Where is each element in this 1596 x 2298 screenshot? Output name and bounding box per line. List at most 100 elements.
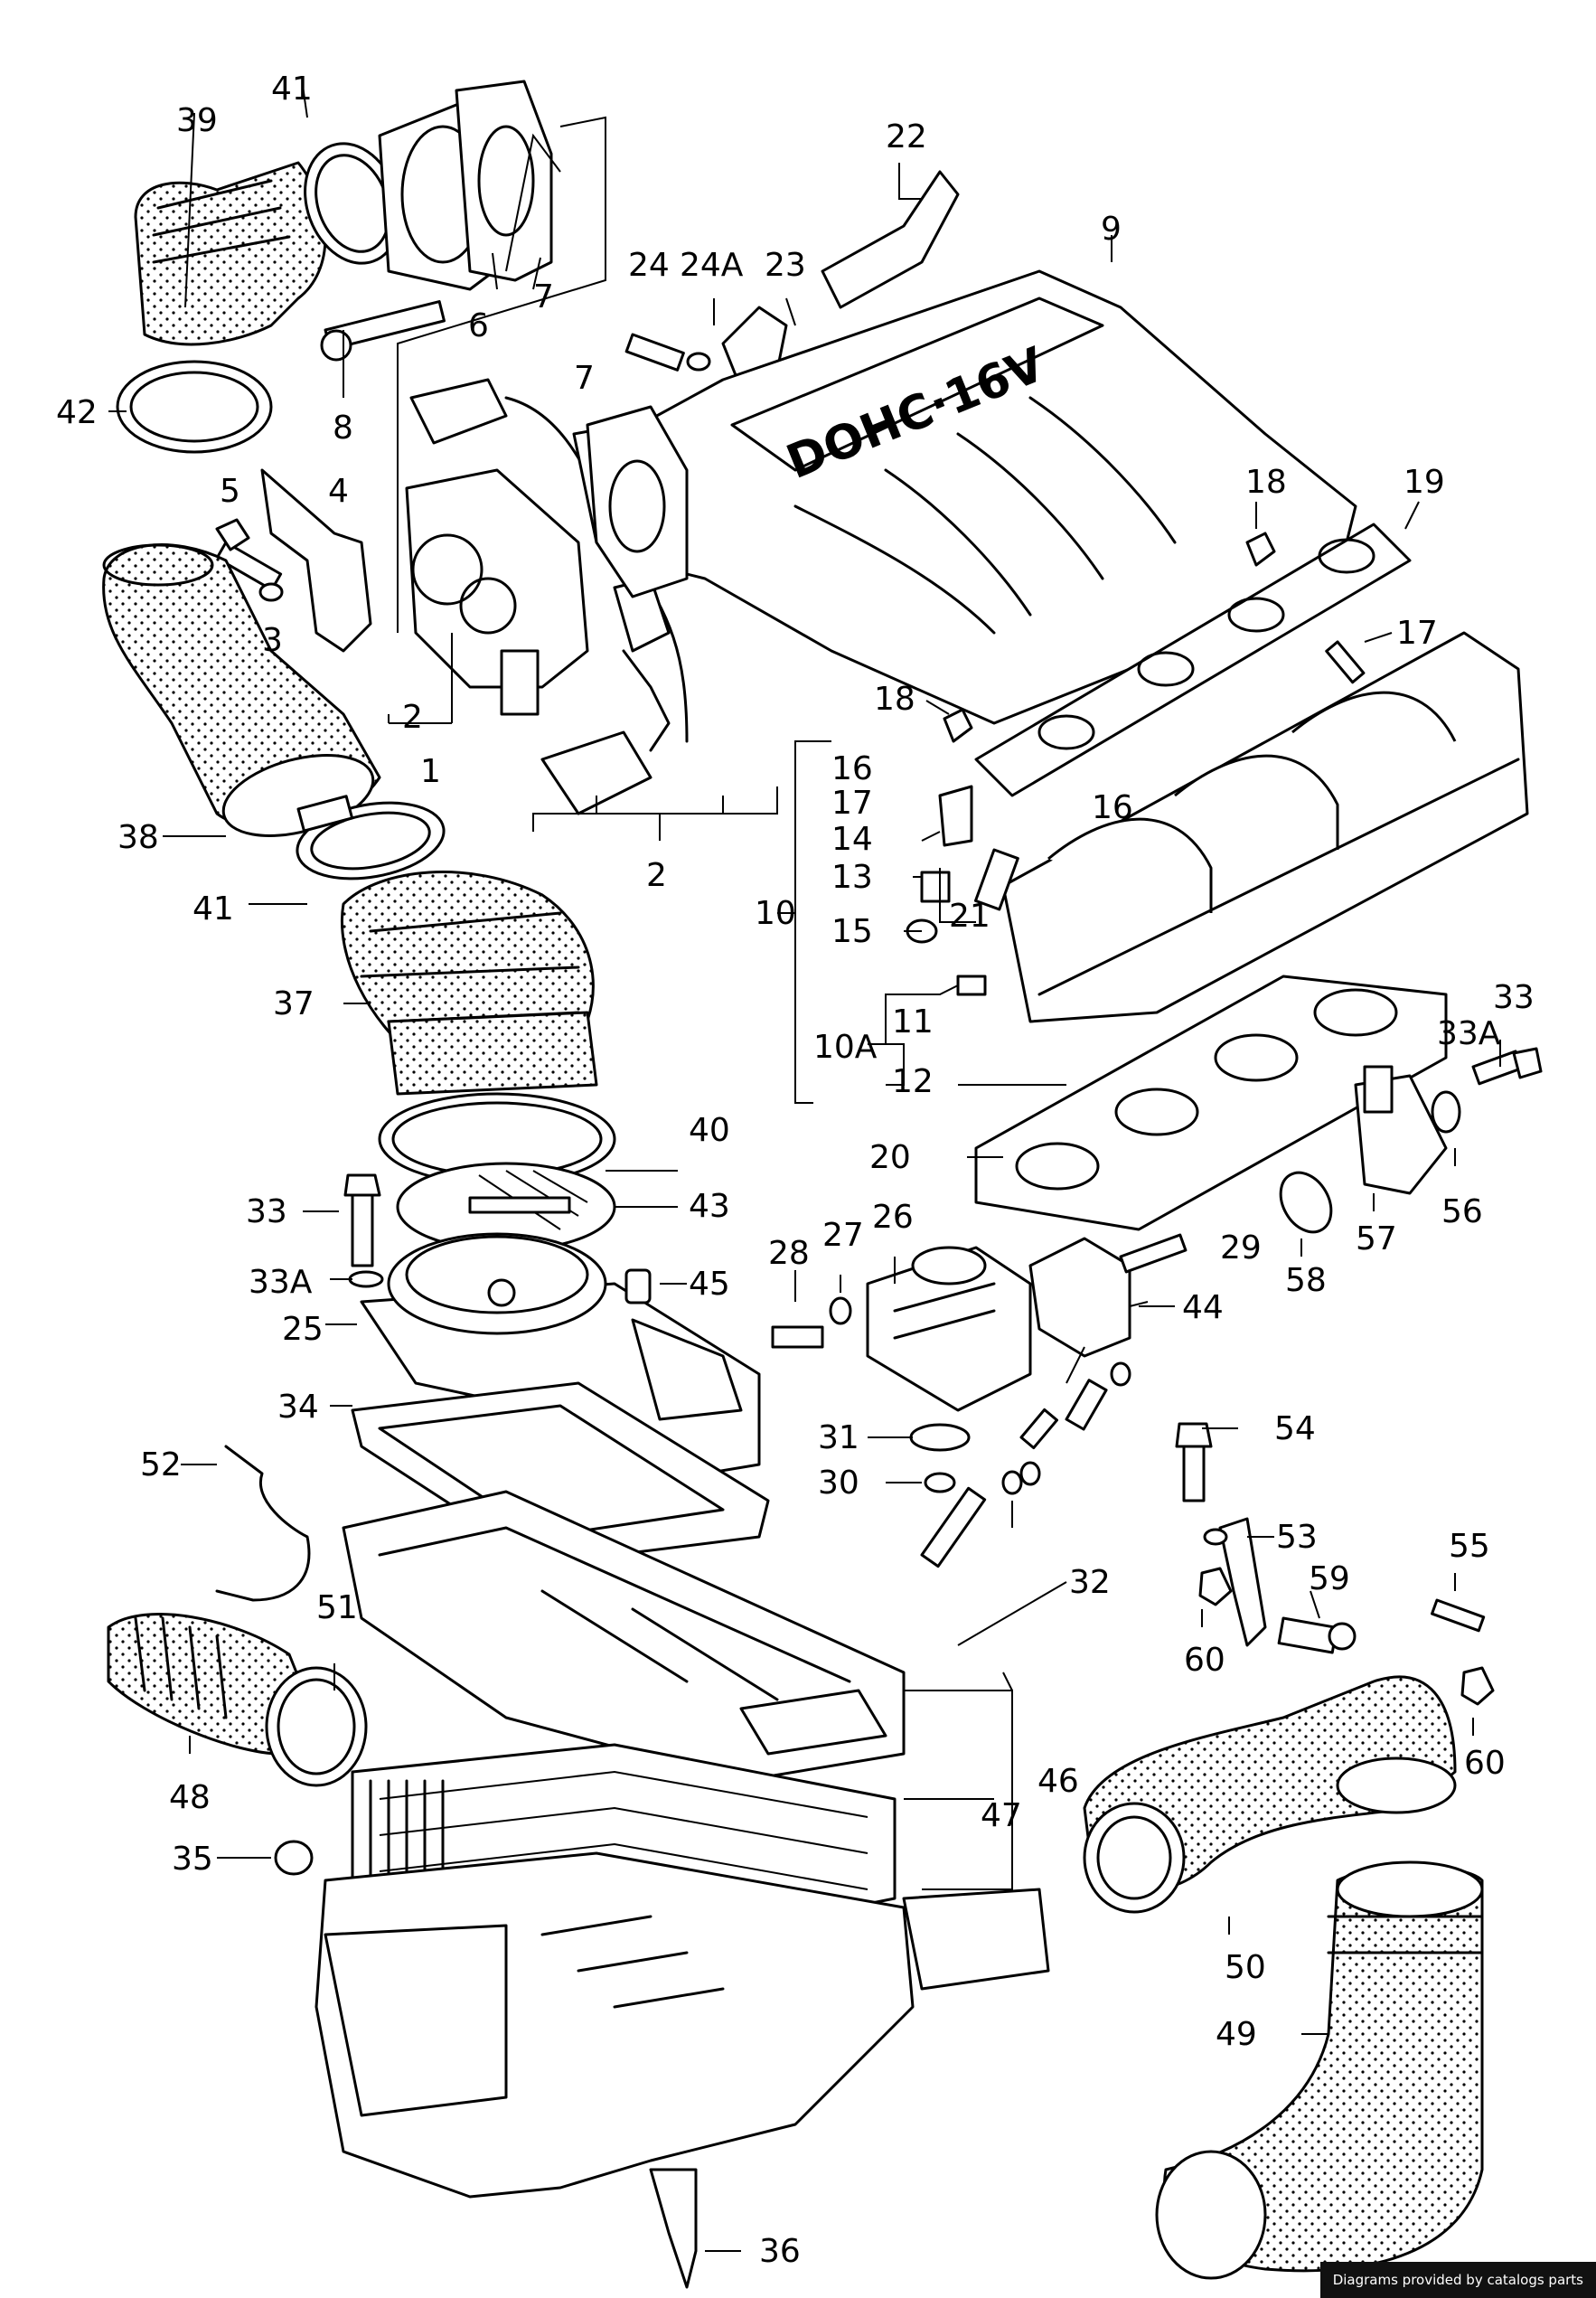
- bracket-4: [260, 468, 372, 653]
- callout-29: 29: [1220, 1229, 1262, 1267]
- screw-55: [1431, 1598, 1486, 1633]
- callout-59: 59: [1309, 1560, 1350, 1597]
- callout-18-lower: 18: [874, 681, 915, 718]
- screw-29: [1119, 1233, 1188, 1274]
- callout-17-left: 17: [831, 785, 873, 822]
- fuel-distributor-26: [866, 1246, 1032, 1412]
- callout-35: 35: [172, 1841, 213, 1878]
- callout-12: 12: [892, 1063, 934, 1100]
- nut-18: [943, 532, 1276, 743]
- gasket-20: [974, 975, 1448, 1231]
- seal-30: [924, 1472, 956, 1493]
- callout-24A: 24A: [680, 247, 744, 284]
- callout-38: 38: [117, 819, 159, 856]
- callout-37: 37: [273, 985, 315, 1022]
- callout-1: 1: [420, 753, 441, 790]
- callout-60-left: 60: [1184, 1642, 1225, 1679]
- callout-52: 52: [140, 1446, 182, 1483]
- screen-43: [396, 1162, 616, 1252]
- hose-clamp-41-upper: [304, 142, 401, 265]
- callout-33A-right: 33A: [1437, 1015, 1501, 1052]
- bolt-54: [1175, 1422, 1213, 1502]
- credit-caption: Diagrams provided by catalogs parts: [1319, 2262, 1596, 2298]
- callout-41-lower: 41: [192, 890, 234, 928]
- callout-2-center: 2: [646, 857, 667, 894]
- callout-7-upper: 7: [533, 278, 554, 316]
- nut-60-right: [1460, 1666, 1495, 1706]
- callout-13: 13: [831, 859, 873, 896]
- bolt-8: [320, 300, 446, 362]
- callout-10A: 10A: [813, 1029, 878, 1066]
- callout-11: 11: [892, 1003, 934, 1041]
- callout-23: 23: [765, 247, 806, 284]
- callout-4: 4: [328, 473, 349, 510]
- injector-parts-10: [906, 785, 1019, 996]
- callout-25: 25: [282, 1311, 324, 1348]
- callout-6: 6: [468, 307, 489, 344]
- callout-33-right: 33: [1493, 979, 1535, 1016]
- hose-50: [1083, 1675, 1457, 1914]
- callout-24: 24: [628, 247, 670, 284]
- callout-21: 21: [949, 898, 990, 935]
- callout-22: 22: [886, 118, 927, 155]
- callout-60-right: 60: [1464, 1745, 1506, 1782]
- callout-42: 42: [56, 394, 98, 431]
- nut-60-left: [1198, 1567, 1233, 1606]
- hose-clamp-51: [265, 1666, 368, 1787]
- callout-46: 46: [1037, 1763, 1079, 1800]
- callout-31: 31: [818, 1419, 859, 1456]
- bolt-33-left: [343, 1173, 384, 1288]
- valve-parts-32: [920, 1361, 1131, 1568]
- callout-16-right: 16: [1092, 789, 1133, 826]
- leader-lines: [108, 85, 1501, 2252]
- callout-43: 43: [689, 1188, 730, 1225]
- bracket-52: [215, 1445, 311, 1602]
- callout-14: 14: [831, 821, 873, 858]
- sensor-59: [1277, 1616, 1357, 1654]
- callout-40: 40: [689, 1112, 730, 1149]
- callout-44: 44: [1182, 1289, 1224, 1326]
- throttle-body-1: [405, 468, 589, 716]
- bolt-5: [215, 518, 283, 591]
- callout-50: 50: [1225, 1949, 1266, 1986]
- gasket-7-upper: [455, 80, 553, 282]
- callout-47: 47: [981, 1797, 1022, 1834]
- callout-7-lower: 7: [574, 360, 595, 397]
- intake-manifold-lower: [1001, 631, 1529, 1023]
- callout-17-right: 17: [1396, 615, 1438, 652]
- callout-32: 32: [1069, 1564, 1111, 1601]
- callout-19: 19: [1404, 464, 1445, 501]
- callout-30: 30: [818, 1465, 859, 1502]
- callout-26: 26: [872, 1199, 914, 1236]
- seal-56: [1431, 1090, 1461, 1134]
- callout-3: 3: [262, 622, 283, 659]
- callout-16-left: 16: [831, 750, 873, 787]
- intake-manifold-upper-9: [586, 269, 1357, 725]
- callout-39: 39: [176, 102, 218, 139]
- callout-55: 55: [1449, 1528, 1490, 1565]
- callout-41-upper: 41: [271, 71, 313, 108]
- bolt-33-right: [1471, 1047, 1543, 1086]
- bracket-53: [1203, 1517, 1267, 1647]
- callout-45: 45: [689, 1266, 730, 1303]
- hose-clamp-42: [116, 360, 273, 454]
- callout-15: 15: [831, 913, 873, 950]
- callout-28: 28: [768, 1235, 810, 1272]
- callout-49: 49: [1216, 2016, 1257, 2053]
- bracket-36: [649, 2168, 698, 2289]
- callout-56: 56: [1441, 1193, 1483, 1230]
- callout-8: 8: [333, 410, 353, 447]
- callout-53: 53: [1276, 1519, 1318, 1556]
- callout-20: 20: [869, 1139, 911, 1176]
- bracket-22: [821, 170, 960, 309]
- callout-58: 58: [1285, 1262, 1327, 1299]
- idle-valve-57: [1354, 1065, 1448, 1195]
- callout-10: 10: [755, 895, 796, 932]
- callout-2-left: 2: [402, 699, 423, 736]
- callout-numbers: 39 41 42 6 7 8 5 4 3 2 1 7 2 38 41 37 40…: [56, 71, 1535, 2270]
- bolt-24: [624, 333, 711, 372]
- seal-ring-40: [378, 1092, 616, 1186]
- washer-3: [258, 582, 284, 602]
- callout-57: 57: [1356, 1220, 1397, 1257]
